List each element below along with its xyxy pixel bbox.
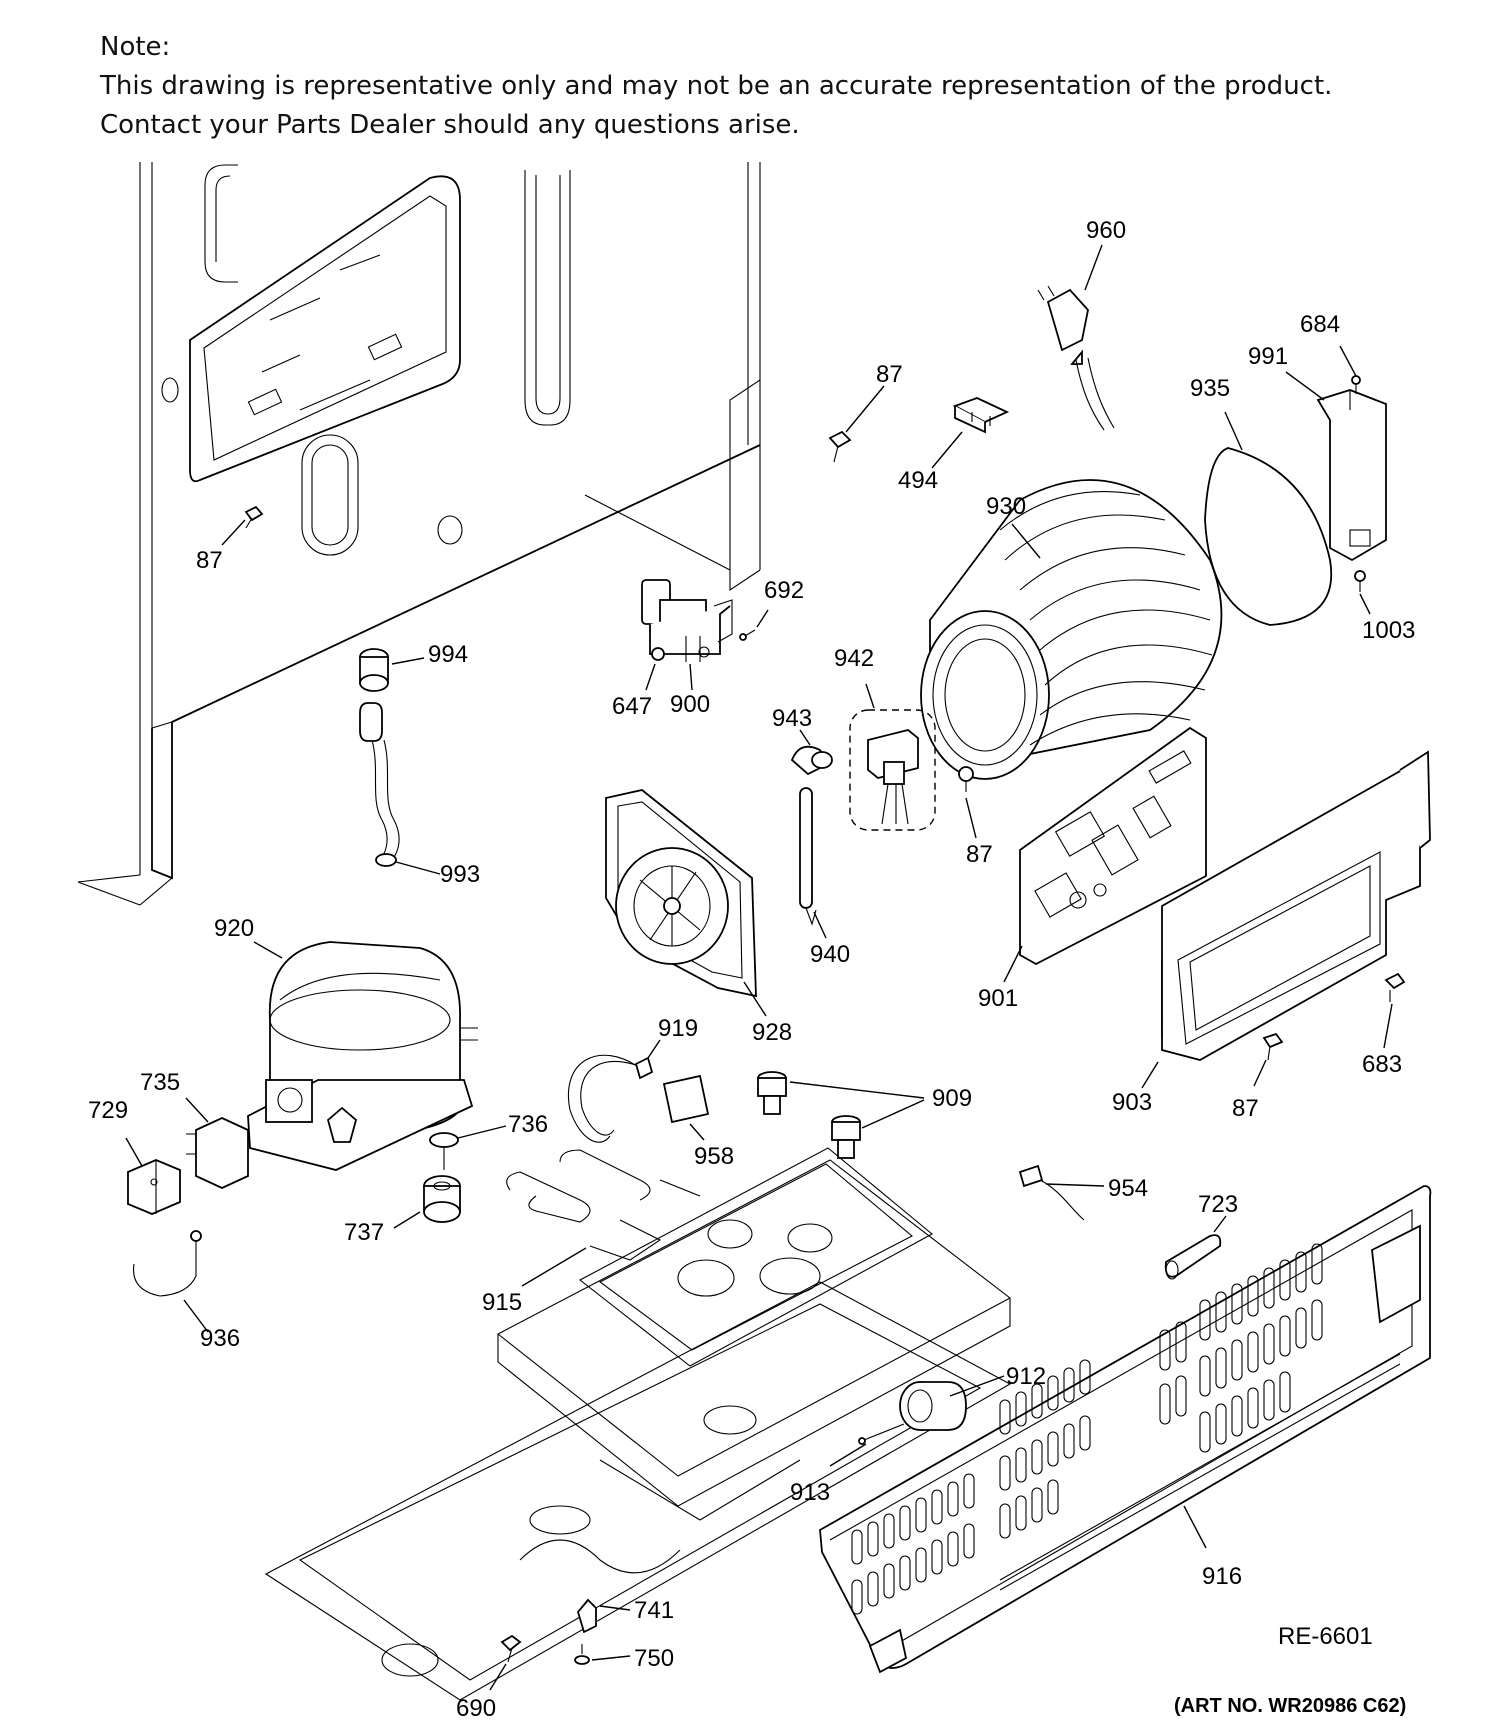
part-909-foot-upper (757, 1071, 787, 1115)
part-935-shroud (1204, 447, 1333, 626)
cabinet-back-panel (77, 162, 761, 906)
label-913: 913 (790, 1479, 830, 1506)
note-line-2: Contact your Parts Dealer should any que… (100, 110, 800, 140)
part-960-power-plug (1037, 285, 1115, 431)
label-991: 991 (1248, 343, 1288, 370)
label-683: 683 (1362, 1051, 1402, 1078)
part-87-screw-fan-area (828, 430, 852, 463)
label-920: 920 (214, 915, 254, 942)
label-928: 928 (752, 1019, 792, 1046)
part-942-defrost-assembly (849, 709, 936, 831)
base-pan-assembly (264, 1147, 1012, 1701)
part-958-pad (662, 1074, 710, 1124)
part-1003-screw (1354, 570, 1366, 592)
label-954: 954 (1108, 1175, 1148, 1202)
label-900: 900 (670, 691, 710, 718)
part-994-tube-sleeve (359, 648, 389, 692)
part-916-rear-grille (819, 1185, 1432, 1674)
part-690-screw (500, 1634, 522, 1663)
label-994: 994 (428, 641, 468, 668)
part-735-relay (186, 1117, 249, 1189)
disclaimer-note: Note: This drawing is representative onl… (100, 28, 1332, 145)
label-87: 87 (1232, 1095, 1259, 1122)
label-729: 729 (88, 1097, 128, 1124)
art-number: (ART NO. WR20986 C62) (1174, 1695, 1406, 1717)
label-647: 647 (612, 693, 652, 720)
label-915: 915 (482, 1289, 522, 1316)
part-723-roller (1164, 1234, 1222, 1280)
label-690: 690 (456, 1695, 496, 1722)
part-912-fan-motor (899, 1381, 967, 1431)
label-901: 901 (978, 985, 1018, 1012)
label-958: 958 (694, 1143, 734, 1170)
part-741-clip (576, 1598, 597, 1634)
label-684: 684 (1300, 311, 1340, 338)
label-936: 936 (200, 1325, 240, 1352)
part-692-screw (739, 629, 756, 641)
part-683-screw (1384, 972, 1406, 1002)
label-737: 737 (344, 1219, 384, 1246)
part-920-compressor (247, 941, 478, 1171)
part-684-screw (1351, 375, 1361, 394)
label-909: 909 (932, 1085, 972, 1112)
part-737-grommet (423, 1175, 461, 1223)
label-741: 741 (634, 1597, 674, 1624)
part-87-screw-defrost (958, 766, 974, 792)
note-heading: Note: (100, 32, 171, 62)
label-912: 912 (1006, 1363, 1046, 1390)
reference-code: RE-6601 (1278, 1623, 1373, 1650)
label-916: 916 (1202, 1563, 1242, 1590)
part-940-defrost-heater (799, 787, 817, 926)
part-936-ground-wire (132, 1230, 202, 1297)
part-993-drain-tube (359, 702, 400, 867)
label-930: 930 (986, 493, 1026, 520)
label-736: 736 (508, 1111, 548, 1138)
part-928-fan-shroud (605, 789, 757, 998)
part-736-mount-pin (429, 1132, 459, 1170)
label-935: 935 (1190, 375, 1230, 402)
part-901-control-board (1019, 726, 1207, 966)
label-993: 993 (440, 861, 480, 888)
part-87-screw-cabinet (244, 505, 264, 529)
label-919: 919 (658, 1015, 698, 1042)
label-960: 960 (1086, 217, 1126, 244)
label-87: 87 (966, 841, 993, 868)
part-991-bracket (1316, 389, 1387, 562)
part-number-labels: 87 960 684 991 935 87 494 930 1003 692 9… (88, 217, 1415, 1722)
label-735: 735 (140, 1069, 180, 1096)
part-930-condenser-coil (920, 479, 1223, 780)
part-87-screw-cover (1262, 1032, 1284, 1061)
label-87: 87 (196, 547, 223, 574)
part-647-clip (651, 647, 665, 661)
part-909-foot-lower (831, 1115, 861, 1159)
label-87: 87 (876, 361, 903, 388)
part-729-overload-cover (127, 1159, 181, 1215)
label-750: 750 (634, 1645, 674, 1672)
part-919-tube (568, 1054, 654, 1143)
part-943-thermostat (790, 745, 833, 776)
label-943: 943 (772, 705, 812, 732)
part-915-condensate-tube (506, 1149, 701, 1261)
note-line-1: This drawing is representative only and … (100, 71, 1333, 101)
part-750-screw (574, 1644, 590, 1665)
label-1003: 1003 (1362, 617, 1415, 644)
part-903-control-cover (1161, 750, 1431, 1061)
label-692: 692 (764, 577, 804, 604)
label-723: 723 (1198, 1191, 1238, 1218)
part-954-wire-harness (1018, 1164, 1085, 1221)
label-903: 903 (1112, 1089, 1152, 1116)
part-913-shaft (858, 1423, 905, 1445)
label-494: 494 (898, 467, 938, 494)
part-494-clip (952, 397, 1010, 434)
part-900-water-valve (641, 579, 733, 662)
label-942: 942 (834, 645, 874, 672)
label-940: 940 (810, 941, 850, 968)
